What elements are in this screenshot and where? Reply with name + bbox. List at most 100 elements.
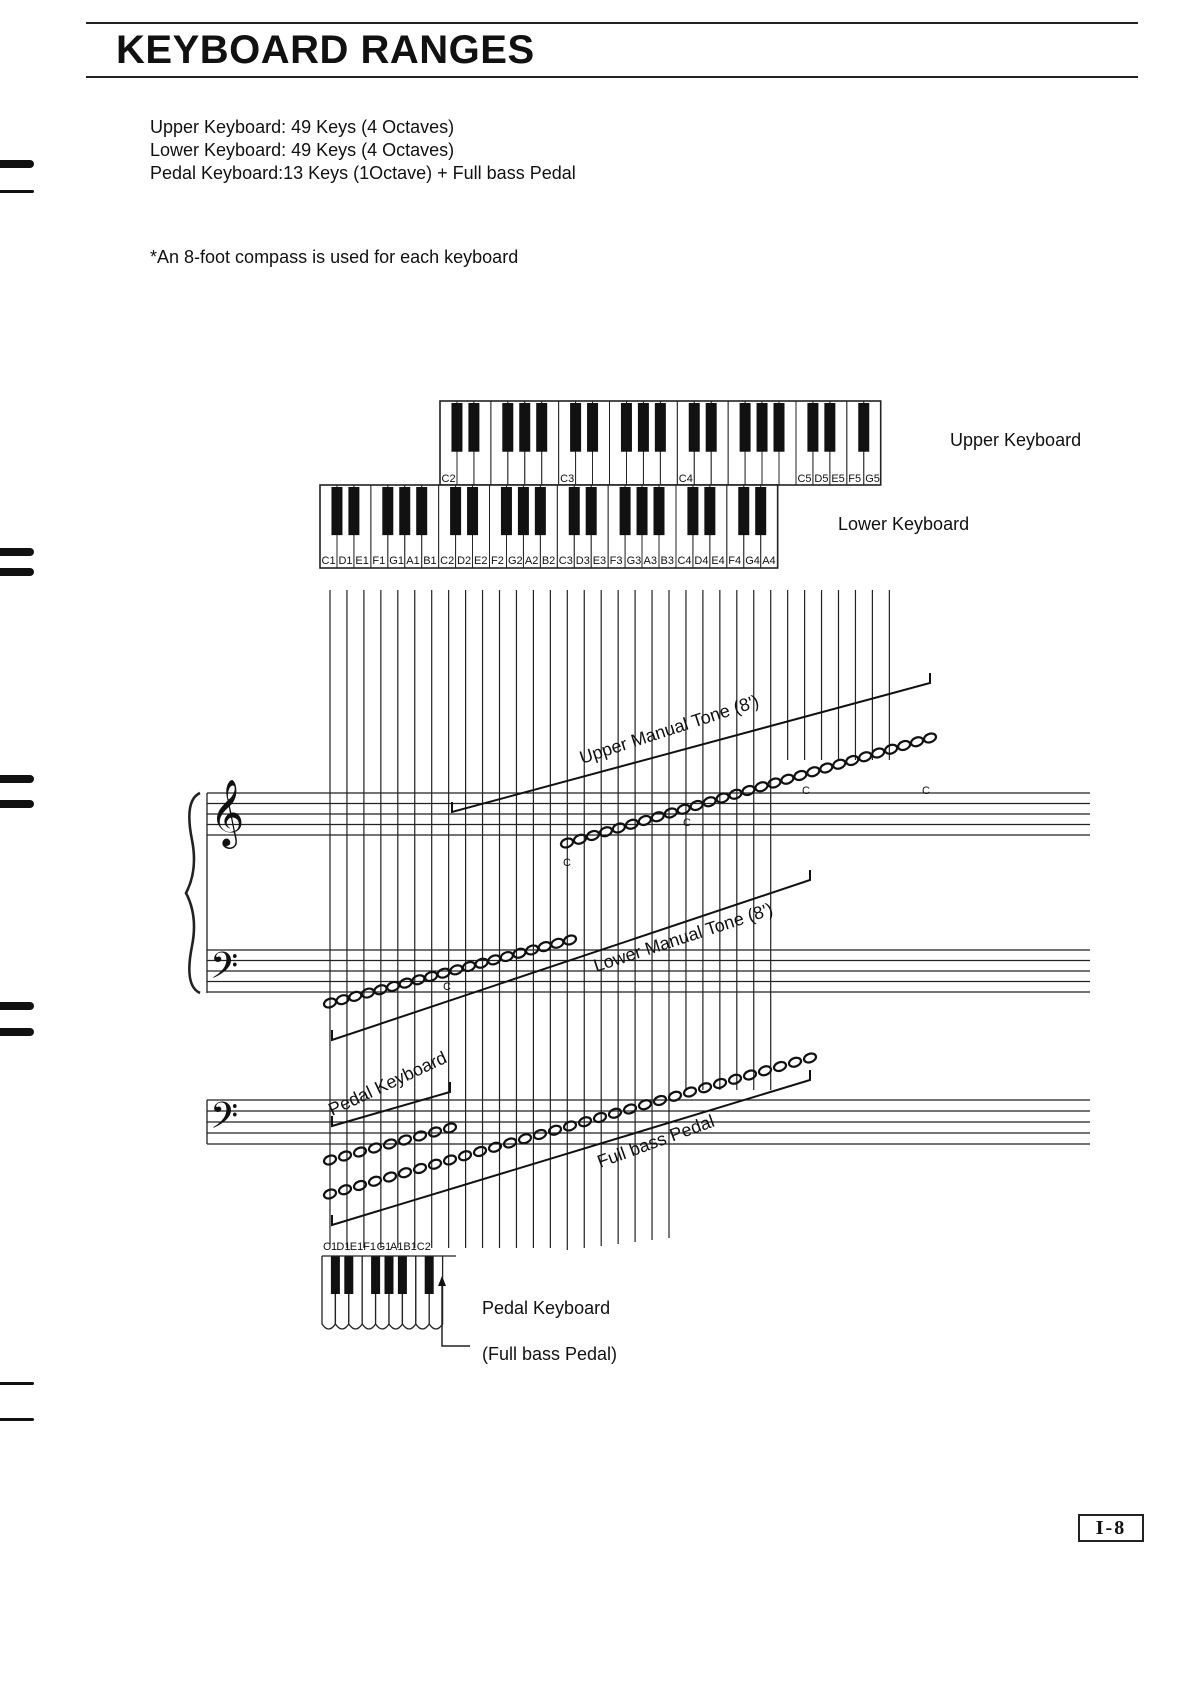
pedal-range-note [367, 1142, 383, 1154]
pedal-black-key [371, 1256, 381, 1294]
full-bass-range-note [577, 1116, 593, 1128]
lower-key-label: B3 [661, 555, 674, 567]
upper-key-black-key [756, 403, 768, 452]
upper-range-note [780, 773, 795, 785]
lower-key-black-key [738, 487, 750, 536]
full-bass-range-note [547, 1124, 563, 1136]
lower-key-label: F2 [491, 555, 504, 567]
c-marker: C [443, 981, 451, 993]
lower-key-black-key [534, 487, 546, 536]
lower-key-label: E2 [474, 555, 487, 567]
full-bass-range-note [727, 1073, 743, 1085]
upper-range-note [832, 758, 847, 770]
full-bass-range-note [622, 1103, 638, 1115]
upper-key-black-key [502, 403, 514, 452]
lower-key-black-key [568, 487, 580, 536]
upper-keyboard-label: Upper Keyboard [950, 430, 1081, 450]
page-title: KEYBOARD RANGES [116, 28, 535, 72]
upper-key-black-key [536, 403, 548, 452]
pedal-range-note [382, 1138, 398, 1150]
upper-range-note [884, 743, 899, 755]
lower-key-black-key [331, 487, 343, 536]
upper-key-label: C4 [679, 473, 693, 485]
pedal-key-label: C1 [323, 1241, 337, 1253]
title-underline [86, 76, 1138, 78]
lower-key-label: C1 [322, 555, 336, 567]
full-bass-range-note [367, 1175, 383, 1187]
upper-range-note [702, 796, 717, 808]
lower-range-bracket [331, 870, 811, 1042]
upper-range-note [611, 822, 626, 834]
full-bass-range-note [382, 1171, 398, 1183]
pedal-black-key [397, 1256, 407, 1294]
spec-upper: Upper Keyboard: 49 Keys (4 Octaves) [150, 117, 455, 137]
upper-range-note [922, 732, 938, 744]
upper-range-note [650, 811, 665, 823]
lower-key-label: D4 [694, 555, 708, 567]
full-bass-range-note [772, 1060, 788, 1073]
lower-key-black-key [500, 487, 512, 536]
full-bass-range-note [802, 1052, 818, 1064]
lower-range-note [449, 964, 464, 976]
upper-range-note [741, 784, 756, 797]
upper-key-black-key [468, 403, 480, 452]
spec-lower: Lower Keyboard: 49 Keys (4 Octaves) [150, 140, 455, 160]
pedal-black-key [330, 1256, 340, 1294]
lower-key-label: E1 [355, 555, 368, 567]
upper-range-note [909, 736, 925, 748]
upper-range-note [871, 747, 886, 759]
full-bass-range-note [532, 1128, 548, 1141]
pedal-key-label: C2 [417, 1241, 431, 1253]
full-bass-range-note [712, 1077, 728, 1090]
lower-key-label: D3 [576, 555, 590, 567]
upper-key-black-key [620, 403, 632, 452]
full-bass-range-note [562, 1120, 578, 1132]
lower-key-label: B2 [542, 555, 555, 567]
full-bass-range-note [652, 1094, 668, 1107]
lower-key-label: F1 [372, 555, 385, 567]
pedal-key-label: B1 [403, 1241, 416, 1253]
upper-key-black-key [858, 403, 870, 452]
lower-key-label: G4 [745, 555, 760, 567]
full-bass-range-note [337, 1184, 353, 1196]
pedal-black-key [384, 1256, 394, 1294]
treble-clef-icon: 𝄞 [210, 778, 244, 849]
upper-range-note [637, 814, 652, 827]
upper-key-black-key [587, 403, 599, 452]
upper-key-black-key [519, 403, 531, 452]
full-bass-range-note [397, 1167, 413, 1179]
upper-range-note [806, 766, 821, 778]
upper-range-note [845, 754, 860, 767]
full-bass-range-note [637, 1099, 653, 1111]
lower-key-label: D2 [457, 555, 471, 567]
key-guide-lines [329, 590, 890, 1250]
lower-key-label: E3 [593, 555, 606, 567]
full-bass-range-note [517, 1133, 533, 1145]
full-bass-range-note [352, 1179, 368, 1192]
pedal-black-key [344, 1256, 354, 1294]
upper-range-note [689, 799, 704, 812]
lower-range-note [550, 937, 565, 949]
binder-mark [0, 1418, 34, 1421]
binder-mark [0, 1002, 34, 1010]
lower-key-label: F3 [610, 555, 623, 567]
full-bass-range-label: Full bass Pedal [595, 1111, 717, 1172]
lower-range-note [335, 994, 350, 1006]
lower-key-label: A4 [762, 555, 775, 567]
upper-range-note [858, 751, 873, 763]
lower-key-label: E4 [711, 555, 724, 567]
bass-clef-icon: 𝄢 [210, 1095, 238, 1146]
upper-key-black-key [739, 403, 751, 452]
lower-key-label: G3 [627, 555, 642, 567]
note-ranges [322, 673, 938, 1227]
lower-key-label: A2 [525, 555, 538, 567]
upper-key-black-key [654, 403, 666, 452]
lower-range-note [360, 987, 375, 999]
lower-range-note [411, 974, 426, 986]
binder-mark [0, 1028, 34, 1036]
full-bass-range-note [322, 1188, 338, 1200]
full-bass-pedal-label: (Full bass Pedal) [482, 1344, 617, 1364]
upper-key-label: G5 [865, 473, 880, 485]
